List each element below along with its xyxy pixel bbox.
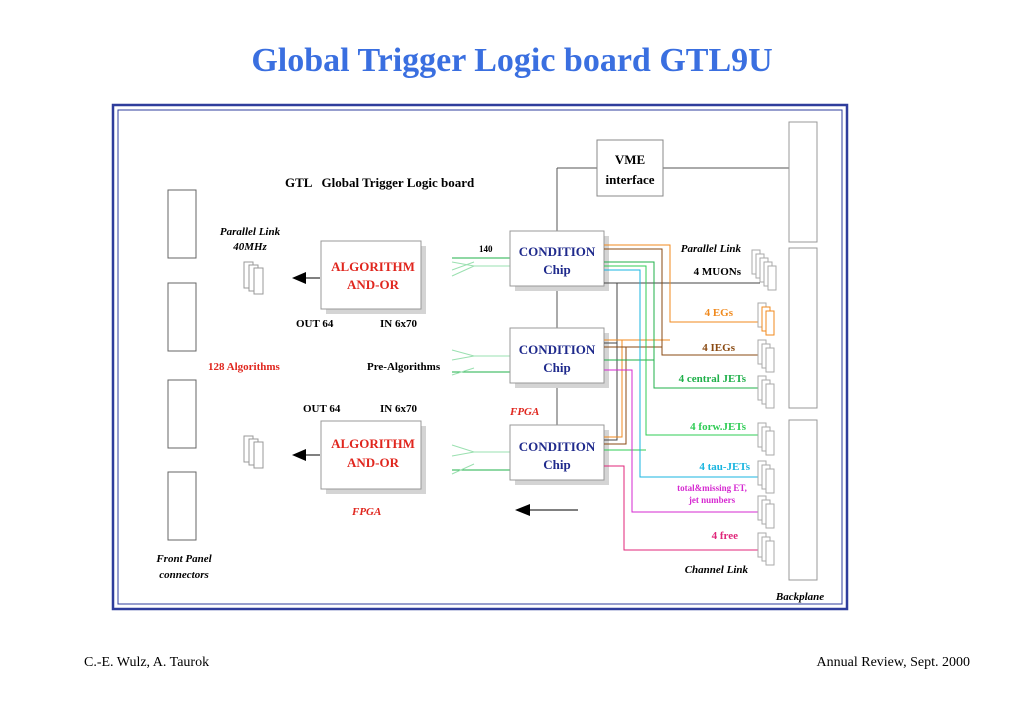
algorithm-block-bottom: ALGORITHM AND-OR xyxy=(320,420,426,494)
vme-label-1: VME xyxy=(615,152,645,167)
ieg-line xyxy=(604,347,627,445)
cable-sheet xyxy=(253,441,264,469)
cable-stack xyxy=(757,495,775,529)
front-panel-connectors xyxy=(167,189,197,541)
footer-event: Annual Review, Sept. 2000 xyxy=(816,655,970,670)
cable-stack xyxy=(757,460,775,494)
board-label: GTL Global Trigger Logic board xyxy=(285,175,475,190)
condition-chip-label-1: CONDITION xyxy=(519,342,596,357)
condition-chip-3: CONDITION Chip xyxy=(509,424,609,485)
cable-stack xyxy=(751,249,777,291)
cable-stack-left-bottom xyxy=(243,435,264,469)
algorithm-label-2: AND-OR xyxy=(347,455,400,470)
algorithm-label-1: ALGORITHM xyxy=(331,259,415,274)
out-label-top: OUT 64 xyxy=(296,318,334,330)
cable-stack-left-top xyxy=(243,261,264,295)
input-label-central-jets: 4 central JETs xyxy=(679,373,747,385)
chip-output-lines xyxy=(451,257,510,475)
condition-chip-label-2: Chip xyxy=(543,457,570,472)
algorithms-count-label: 128 Algorithms xyxy=(208,361,281,373)
backplane-connector xyxy=(788,419,818,581)
condition-chip-label-1: CONDITION xyxy=(519,244,596,259)
central-jet-line xyxy=(604,261,760,389)
forw-jet-line xyxy=(604,265,760,436)
cable-stack xyxy=(757,375,775,409)
vme-interface-block: VME interface xyxy=(596,139,664,197)
channel-link-label: Channel Link xyxy=(685,564,749,576)
backplane xyxy=(788,121,818,581)
algorithm-block-top: ALGORITHM AND-OR xyxy=(320,240,426,314)
front-panel-connector xyxy=(167,189,197,259)
eg-line xyxy=(604,340,623,438)
condition-chip-label-2: Chip xyxy=(543,262,570,277)
pre-algorithms-label: Pre-Algorithms xyxy=(367,361,441,373)
input-label-forw-jets: 4 forw.JETs xyxy=(690,421,747,433)
algorithm-label-1: ALGORITHM xyxy=(331,436,415,451)
front-panel-connector xyxy=(167,379,197,449)
page-title: Global Trigger Logic board GTL9U xyxy=(251,42,773,79)
front-panel-connector xyxy=(167,282,197,352)
input-label-total-missing-2: jet numbers xyxy=(688,495,736,505)
parallel-link-left-label-2: 40MHz xyxy=(232,241,267,253)
in-label-top: IN 6x70 xyxy=(380,318,417,330)
cable-stack xyxy=(757,422,775,456)
eg-line xyxy=(604,244,760,323)
backplane-connector xyxy=(788,247,818,409)
input-label-tau-jets: 4 tau-JETs xyxy=(699,461,750,473)
front-panel-connector xyxy=(167,471,197,541)
arrow-left-icon xyxy=(515,504,578,516)
free-line xyxy=(604,465,760,551)
parallel-link-right-label: Parallel Link xyxy=(681,243,742,255)
bus-width-label: 140 xyxy=(479,244,493,254)
out-label-bottom: OUT 64 xyxy=(303,403,341,415)
muon-line xyxy=(604,343,618,441)
vme-bus xyxy=(556,167,789,425)
ieg-line xyxy=(604,248,760,356)
tau-jet-line xyxy=(604,269,760,478)
algorithm-label-2: AND-OR xyxy=(347,277,400,292)
arrow-left-icon xyxy=(292,272,320,284)
input-label-free: 4 free xyxy=(712,530,738,542)
vme-label-2: interface xyxy=(605,172,654,187)
fpga-label-left: FPGA xyxy=(351,506,381,518)
diagram-frame xyxy=(111,103,849,611)
input-label-total-missing-1: total&missing ET, xyxy=(677,483,747,493)
condition-chip-1: CONDITION Chip xyxy=(509,230,609,291)
condition-chip-label-1: CONDITION xyxy=(519,439,596,454)
backplane-connector xyxy=(788,121,818,243)
arrow-left-icon xyxy=(292,449,320,461)
input-label-muons: 4 MUONs xyxy=(694,266,742,278)
front-panel-label-2: connectors xyxy=(159,569,209,581)
parallel-link-left-label-1: Parallel Link xyxy=(220,226,281,238)
cable-sheet xyxy=(253,267,264,295)
condition-chip-label-2: Chip xyxy=(543,360,570,375)
cable-stack xyxy=(757,339,775,373)
input-label-egs: 4 EGs xyxy=(705,307,734,319)
cable-stack xyxy=(757,532,775,566)
fpga-label-center: FPGA xyxy=(509,406,539,418)
cable-stacks-right xyxy=(751,249,777,566)
total-missing-line xyxy=(604,369,760,513)
diagram-frame-inner xyxy=(117,109,843,605)
backplane-label: Backplane xyxy=(775,591,824,603)
condition-chip-2: CONDITION Chip xyxy=(509,327,609,388)
cable-stack xyxy=(757,302,775,336)
in-label-bottom: IN 6x70 xyxy=(380,403,417,415)
input-signal-lines xyxy=(604,244,760,551)
input-label-iegs: 4 IEGs xyxy=(702,342,735,354)
footer-authors: C.-E. Wulz, A. Taurok xyxy=(84,655,210,670)
front-panel-label-1: Front Panel xyxy=(155,553,212,565)
